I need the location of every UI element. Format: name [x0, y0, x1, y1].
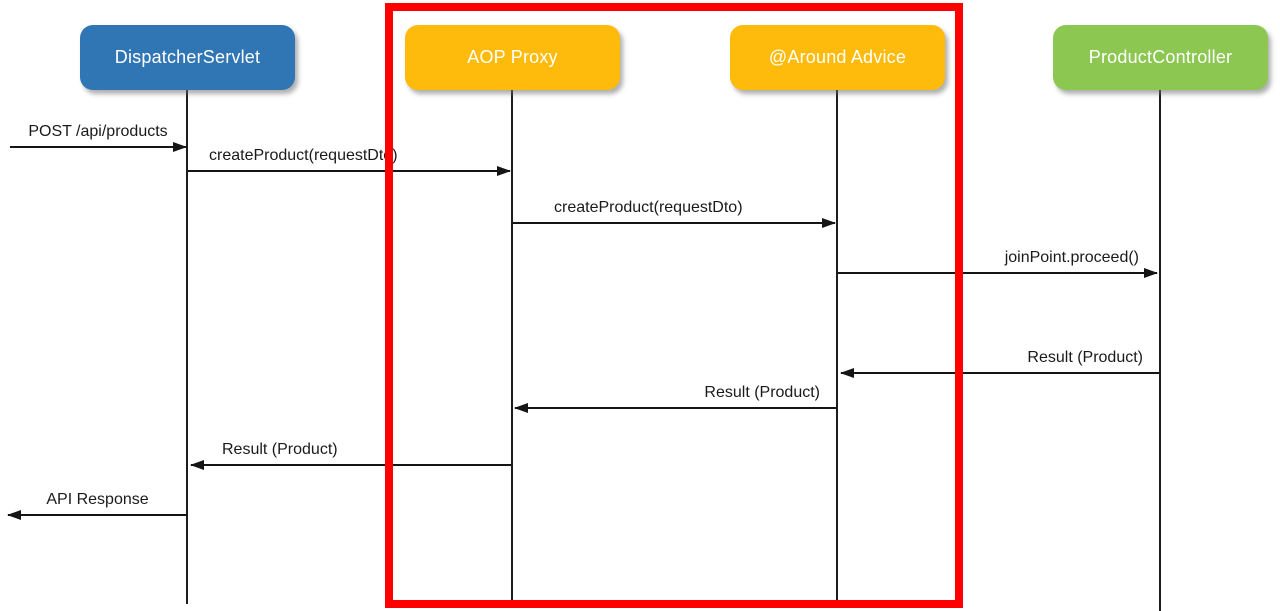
- actor-aop-proxy: AOP Proxy: [405, 25, 620, 90]
- arrow-right-icon: [10, 142, 187, 152]
- actor-label: @Around Advice: [768, 47, 907, 67]
- message-label: Result (Product): [1027, 349, 1143, 366]
- arrow-right-icon: [513, 218, 836, 228]
- arrow-left-icon: [7, 510, 187, 520]
- lifeline-product-controller: [1159, 90, 1161, 611]
- actor-dispatcher-servlet: DispatcherServlet: [80, 25, 295, 90]
- actor-label: ProductController: [1088, 47, 1233, 67]
- actor-label: DispatcherServlet: [114, 47, 261, 67]
- arrow-right-icon: [188, 166, 511, 176]
- lifeline-aop-proxy: [511, 90, 513, 605]
- message-label: Result (Product): [222, 441, 338, 458]
- actor-label: AOP Proxy: [467, 47, 558, 67]
- actor-product-controller: ProductController: [1053, 25, 1268, 90]
- message-label: createProduct(requestDto): [554, 199, 743, 216]
- arrow-right-icon: [838, 268, 1158, 278]
- message-label: API Response: [46, 491, 149, 508]
- actor-around-advice: @Around Advice: [730, 25, 945, 90]
- lifeline-dispatcher-servlet: [186, 90, 188, 604]
- lifeline-around-advice: [836, 90, 838, 605]
- message-label: createProduct(requestDto): [209, 147, 398, 164]
- message-label: Result (Product): [704, 384, 820, 401]
- message-label: joinPoint.proceed(): [1004, 249, 1139, 266]
- aop-highlight-box: [385, 3, 963, 608]
- message-label: POST /api/products: [28, 123, 168, 140]
- arrow-left-icon: [840, 368, 1159, 378]
- arrow-left-icon: [190, 460, 511, 470]
- arrow-left-icon: [514, 403, 836, 413]
